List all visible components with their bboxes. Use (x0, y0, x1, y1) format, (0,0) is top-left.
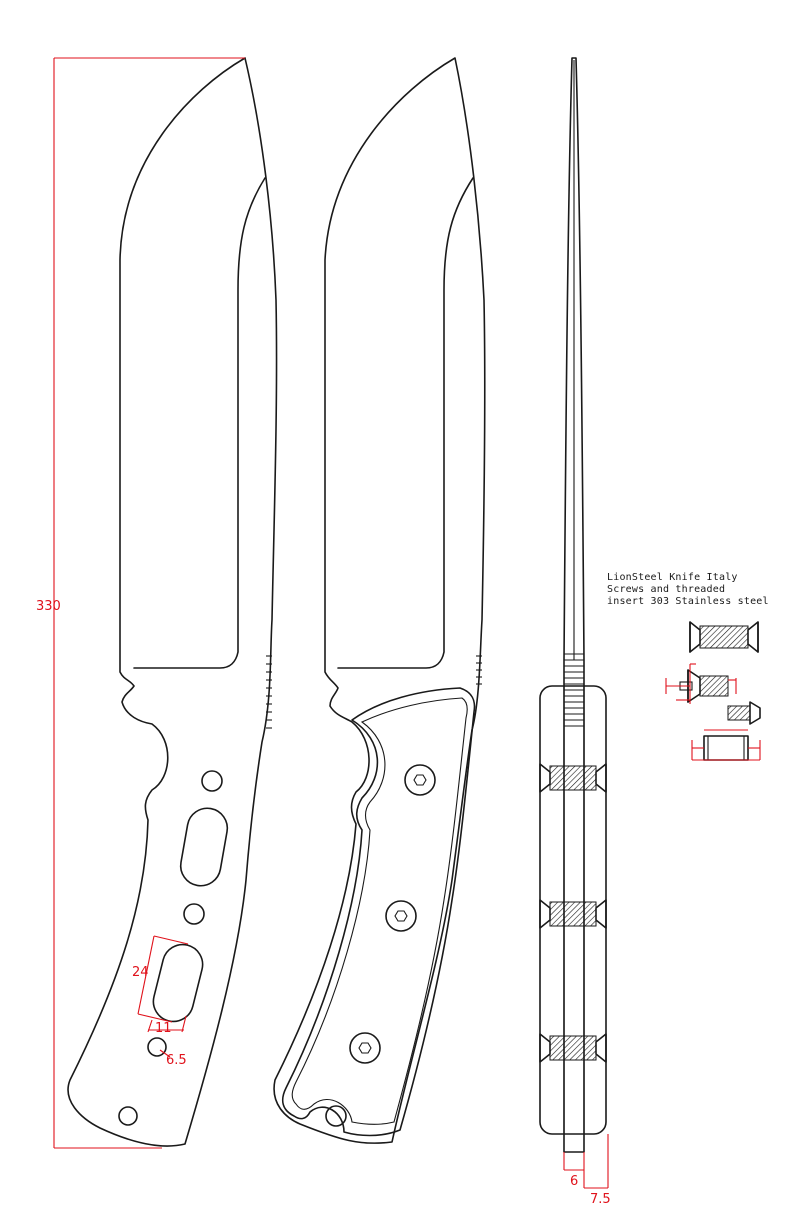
spine-grind-line (133, 177, 266, 669)
screw-detail-dims (665, 663, 737, 704)
assembled-lanyard-hole (325, 1105, 347, 1127)
tang-profile-outline (67, 57, 278, 1147)
tang-hole-2 (183, 903, 205, 925)
insert-dims (691, 729, 761, 761)
screw-section-1 (539, 763, 607, 793)
assembled-knife-view (273, 57, 486, 1144)
spine-jimping (266, 655, 272, 729)
dim-hole-width: 11 (155, 1021, 172, 1036)
note-line-1: LionSteel Knife Italy (607, 572, 738, 583)
scale-screw-2 (385, 900, 417, 932)
dim-hole-length: 24 (132, 965, 149, 980)
tang-slot-1 (179, 807, 229, 887)
threaded-insert-detail (703, 735, 749, 761)
dim-blade-thickness: 6 (570, 1174, 578, 1189)
screw-hex-icon (394, 910, 408, 922)
spine-view (539, 57, 607, 1153)
dim-hole-diameter: 6.5 (166, 1053, 187, 1068)
assembled-grind-line (337, 177, 474, 669)
scale-inner-outline (291, 697, 468, 1125)
tang-profile-view (67, 57, 278, 1147)
screw-small-detail (727, 701, 761, 725)
screw-assembly-detail (689, 621, 759, 653)
note-block: LionSteel Knife Italy Screws and threade… (607, 572, 769, 607)
thickness-dimension-lines (563, 1134, 609, 1189)
screw-section-2 (539, 899, 607, 929)
spine-jimping-side (564, 653, 584, 727)
assembled-outline (273, 57, 486, 1144)
scale-screw-3 (349, 1032, 381, 1064)
tang-hole-3 (147, 1037, 167, 1057)
dim-handle-thickness: 7.5 (590, 1192, 611, 1207)
note-line-2: Screws and threaded (607, 584, 725, 595)
screw-section-3 (539, 1033, 607, 1063)
assembled-jimping (476, 655, 482, 685)
screw-hex-icon (358, 1042, 372, 1054)
screw-detail (679, 669, 729, 703)
scale-screw-1 (404, 764, 436, 796)
dim-overall-length: 330 (36, 599, 61, 614)
tang-slot-2 (152, 943, 204, 1023)
lanyard-hole (118, 1106, 138, 1126)
tang-hole-1 (201, 770, 223, 792)
screw-hex-icon (413, 774, 427, 786)
dimension-lines (53, 57, 245, 1149)
note-line-3: insert 303 Stainless steel (607, 596, 769, 607)
scale-outline (281, 687, 476, 1137)
